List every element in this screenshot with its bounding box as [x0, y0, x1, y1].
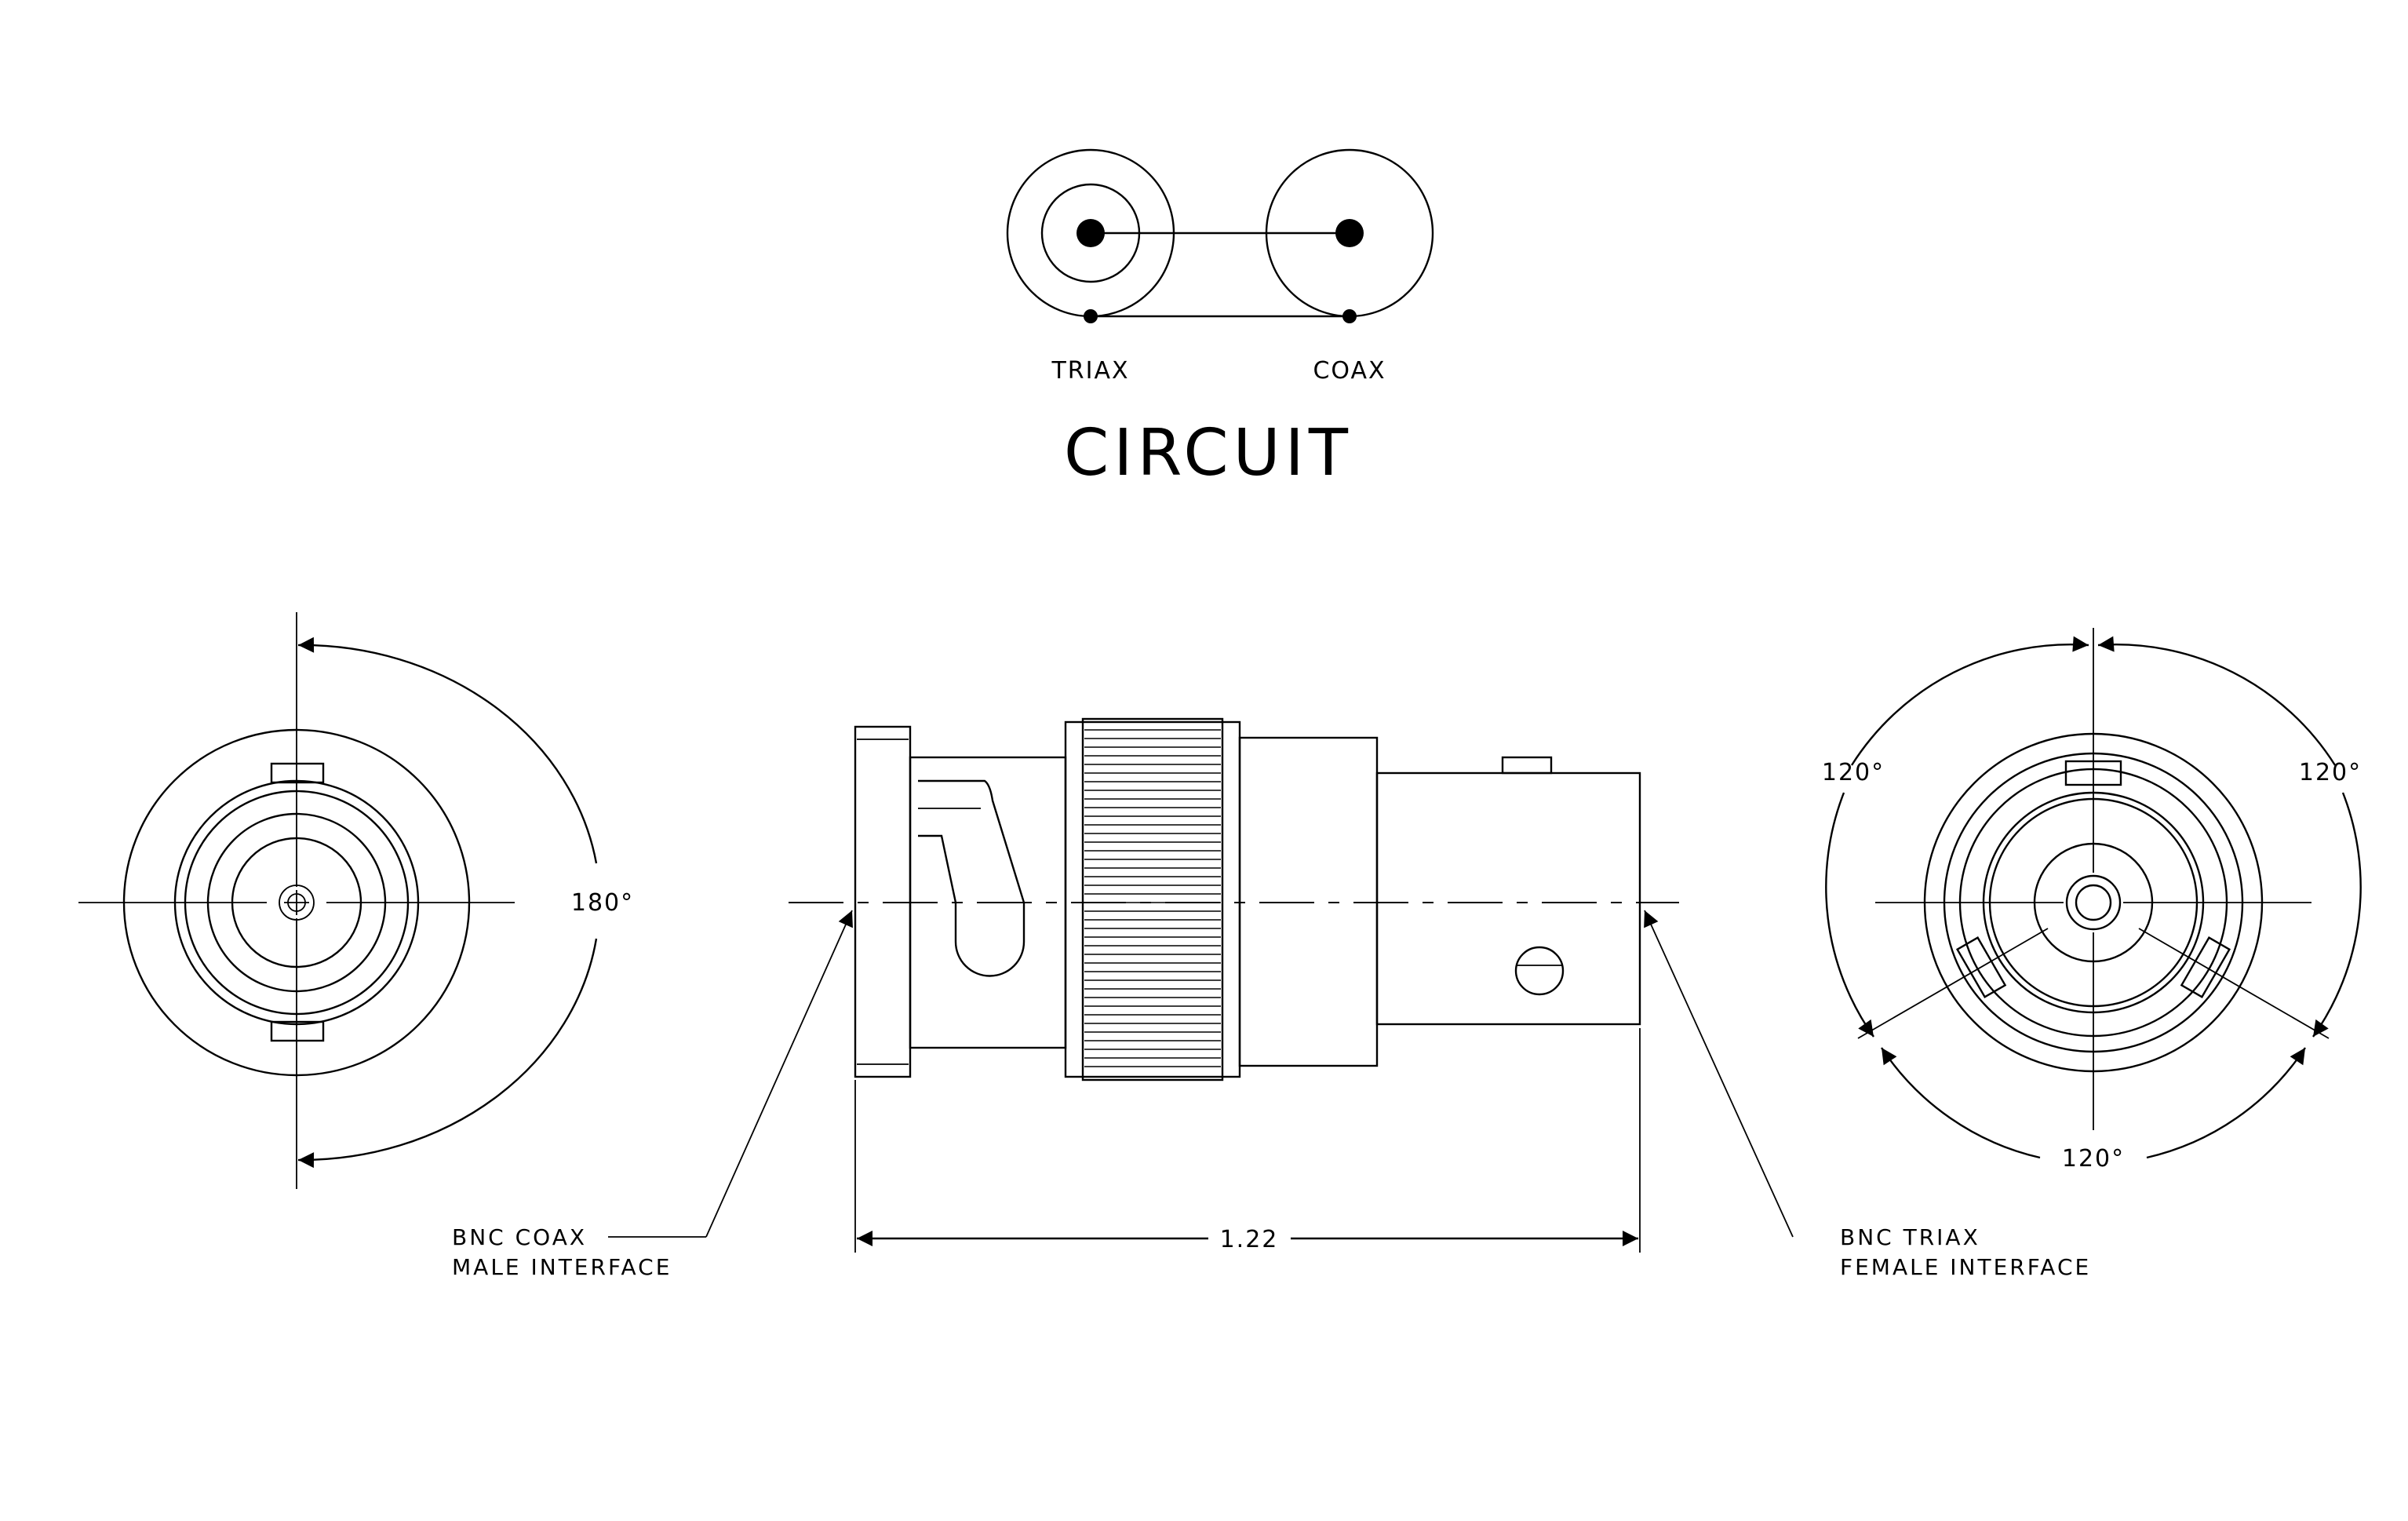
adapter-side-view: 1.22 BNC COAX MALE INTERFACE BNC TRIAX F… — [452, 717, 2091, 1280]
triax-label: TRIAX — [1051, 357, 1129, 385]
knurled-sleeve — [1081, 717, 1224, 1081]
triax-end-view: 120° 120° 120° — [1822, 628, 2362, 1173]
female-callout-line-2: FEMALE INTERFACE — [1840, 1254, 2091, 1280]
triax-view-120-line-right — [2138, 928, 2330, 1039]
angle-arc-bottom-right — [2146, 1047, 2307, 1159]
angle-label-180: 180° — [571, 889, 634, 917]
angle-dimension-arc-180-lower — [297, 938, 598, 1169]
male-callout-leader — [705, 910, 853, 1238]
triax-view-pin-outer — [2065, 874, 2122, 931]
coax-view-bayonet-top — [270, 762, 325, 784]
circuit-title: CIRCUIT — [1064, 416, 1353, 491]
knurl-lines — [1084, 729, 1221, 1067]
bayonet-slot — [918, 779, 1025, 977]
coax-view-bayonet-bottom — [270, 1020, 325, 1042]
angle-dimension-arc-180 — [297, 636, 598, 864]
coax-label: COAX — [1313, 357, 1386, 385]
angle-arc-bottom-left — [1880, 1047, 2041, 1159]
male-callout-line-1: BNC COAX — [452, 1224, 587, 1250]
circuit-schematic: TRIAX COAX CIRCUIT — [1006, 148, 1434, 491]
triax-female-barrel — [1375, 771, 1641, 1026]
male-callout-line-2: MALE INTERFACE — [452, 1254, 672, 1280]
angle-arc-top-left — [1850, 636, 2089, 766]
length-dimension-label: 1.22 — [1220, 1226, 1279, 1253]
angle-label-top-left: 120° — [1822, 759, 1885, 786]
coax-end-view: 180° — [78, 612, 634, 1189]
angle-arc-top-right — [2097, 636, 2337, 766]
triax-barrel-stud-top — [1501, 756, 1553, 775]
angle-label-bottom: 120° — [2062, 1145, 2125, 1173]
angle-arc-top-left-lower — [1825, 792, 1874, 1038]
angle-label-top-right: 120° — [2299, 759, 2362, 786]
triax-view-120-line-left — [1857, 928, 2049, 1039]
triax-view-pin-inner — [2075, 884, 2112, 921]
angle-arc-top-right-lower — [2312, 792, 2362, 1038]
triax-barrel-side-stud — [1514, 946, 1565, 996]
female-callout-leader — [1644, 910, 1794, 1238]
female-callout-line-1: BNC TRIAX — [1840, 1224, 1980, 1250]
